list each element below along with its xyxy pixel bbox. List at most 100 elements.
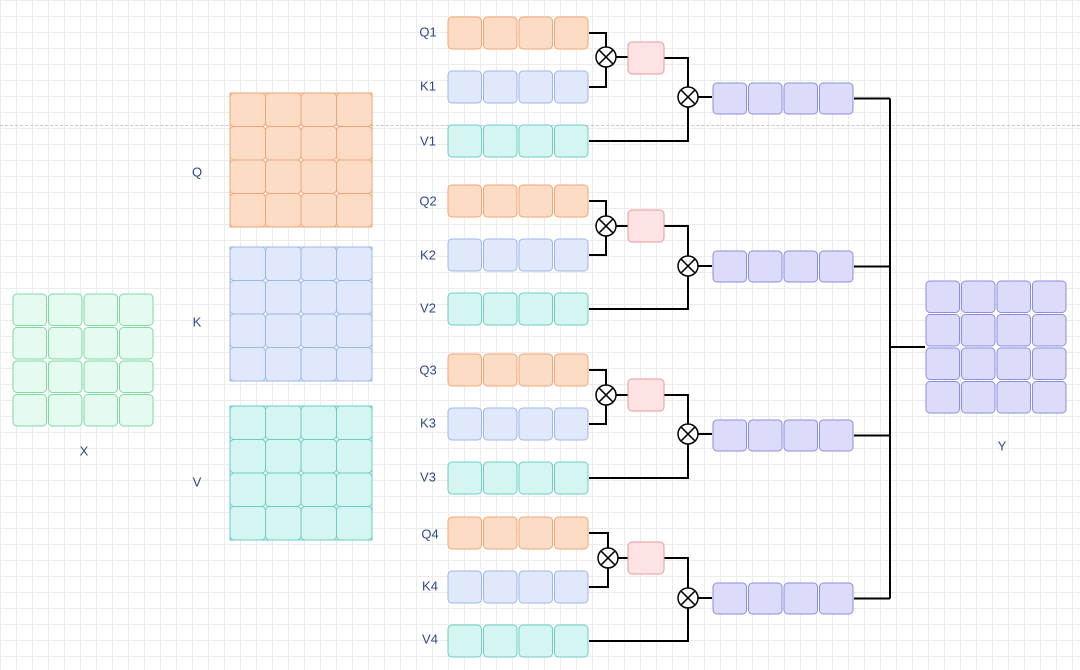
head-2-v-row-cell — [554, 292, 589, 326]
x-matrix-cell — [48, 293, 83, 326]
v-matrix-cell — [229, 439, 266, 474]
head-4-v-row — [447, 624, 589, 658]
q-matrix-cell — [229, 193, 266, 228]
head-3-v-row-cell — [518, 461, 553, 495]
v-matrix-cell — [336, 439, 373, 474]
head-1-v-row-cell — [518, 124, 553, 158]
head-4-k-row-cell — [447, 570, 482, 604]
q-matrix-border — [229, 92, 373, 228]
q-matrix-cell — [300, 159, 337, 194]
head-1-q-row-cell — [447, 16, 482, 50]
head-2-qk-multiply-icon-stroke-b — [598, 218, 614, 234]
q-matrix-cell — [229, 126, 266, 161]
head-2-v-to-multiply-line — [589, 266, 689, 310]
head-4-output-row — [712, 582, 854, 615]
q-matrix-cell — [300, 193, 337, 228]
head-2-qk-multiply-icon — [595, 215, 617, 237]
x-matrix-cell — [119, 293, 154, 326]
head-3-v-row-cell — [554, 461, 589, 495]
head-3-k-row-cell — [447, 407, 482, 441]
head-4-q-row-cell — [447, 516, 482, 550]
head-2-output-row-cell — [712, 250, 747, 283]
k-matrix — [229, 246, 373, 382]
y-matrix-cell — [961, 314, 996, 347]
head-1-output-row-cell — [712, 82, 747, 115]
k-matrix-cell — [300, 347, 337, 382]
head-3-q-row — [447, 353, 589, 387]
head-1-q-row-cell — [554, 16, 589, 50]
head-3-v-label: V3 — [420, 469, 436, 485]
head-1-k-row-cell — [518, 70, 553, 104]
head-3-q-row-cell — [447, 353, 482, 387]
head-4-k-row-cell — [483, 570, 518, 604]
head-1-output-row-cell — [819, 82, 854, 115]
head-1-q-row-cell — [483, 16, 518, 50]
q-matrix-cell — [265, 92, 302, 127]
x-matrix-cell — [12, 360, 47, 393]
head-4-v-label: V4 — [422, 631, 438, 647]
head-3-q-row-cell — [554, 353, 589, 387]
x-matrix-cell — [12, 327, 47, 360]
v-matrix-cell — [229, 405, 266, 440]
q-matrix-cell — [229, 159, 266, 194]
head-3-v-to-multiply-line — [589, 434, 689, 479]
v-matrix-cell — [336, 472, 373, 507]
k-matrix-cell — [336, 280, 373, 315]
head-2-attention-score-box — [627, 209, 665, 243]
head-4-output-row-cell — [819, 582, 854, 615]
k-matrix-cell — [265, 313, 302, 348]
head-3-k-row-cell — [554, 407, 589, 441]
head-1-k-row-cell — [447, 70, 482, 104]
k-matrix-cell — [336, 313, 373, 348]
head-3-sv-multiply-icon-stroke-b — [680, 426, 696, 442]
head-2-v-row-cell — [483, 292, 518, 326]
head-2-q-label: Q2 — [419, 193, 437, 209]
k-matrix-cell — [336, 246, 373, 281]
head-2-output-row-cell — [819, 250, 854, 283]
x-matrix-cell — [12, 293, 47, 326]
q-matrix-cell — [300, 92, 337, 127]
head-3-qk-multiply-icon — [595, 384, 617, 406]
y-matrix-cell — [925, 280, 960, 313]
head-2-output-row-cell — [748, 250, 783, 283]
head-1-qk-multiply-icon — [595, 46, 617, 68]
y-matrix-cell — [996, 314, 1031, 347]
head-1-score-to-multiply-line — [664, 57, 689, 97]
head-4-v-to-multiply-line — [589, 598, 689, 642]
head-1-v-row-cell — [447, 124, 482, 158]
head-3-q-label: Q3 — [419, 362, 437, 378]
k-matrix-cell — [300, 246, 337, 281]
matrix-cells — [12, 16, 1067, 658]
head-4-qk-multiply-icon-stroke-b — [600, 550, 616, 566]
q-matrix-cell — [336, 159, 373, 194]
q-matrix-cell — [336, 92, 373, 127]
q-matrix-cell — [265, 159, 302, 194]
q-matrix-cell — [336, 193, 373, 228]
y-matrix-cell — [996, 381, 1031, 414]
y-matrix-cell — [925, 314, 960, 347]
head-4-v-row-cell — [483, 624, 518, 658]
head-2-k-label: K2 — [420, 247, 436, 263]
head-2-output-row-cell — [783, 250, 818, 283]
k-matrix-cell — [265, 246, 302, 281]
head-2-sv-multiply-icon-stroke-b — [680, 258, 696, 274]
head-3-v-row-cell — [447, 461, 482, 495]
head-1-k-row — [447, 70, 589, 104]
k-label: K — [192, 314, 202, 330]
q-matrix-cell — [300, 126, 337, 161]
k-matrix-cell — [265, 347, 302, 382]
head-1-k-row-cell — [483, 70, 518, 104]
x-matrix-cell — [119, 394, 154, 427]
head-4-attention-score-box — [627, 541, 665, 575]
head-2-v-row-cell — [447, 292, 482, 326]
head-1-k-label: K1 — [420, 78, 436, 94]
head-2-k-row — [447, 238, 589, 272]
x-matrix-cell — [48, 360, 83, 393]
head-2-q-row-cell — [447, 184, 482, 218]
k-matrix-cell — [300, 313, 337, 348]
y-matrix-cell — [925, 347, 960, 380]
y-matrix-cell — [996, 280, 1031, 313]
v-matrix-cell — [265, 472, 302, 507]
v-matrix-cell — [229, 472, 266, 507]
x-matrix-cell — [48, 394, 83, 427]
